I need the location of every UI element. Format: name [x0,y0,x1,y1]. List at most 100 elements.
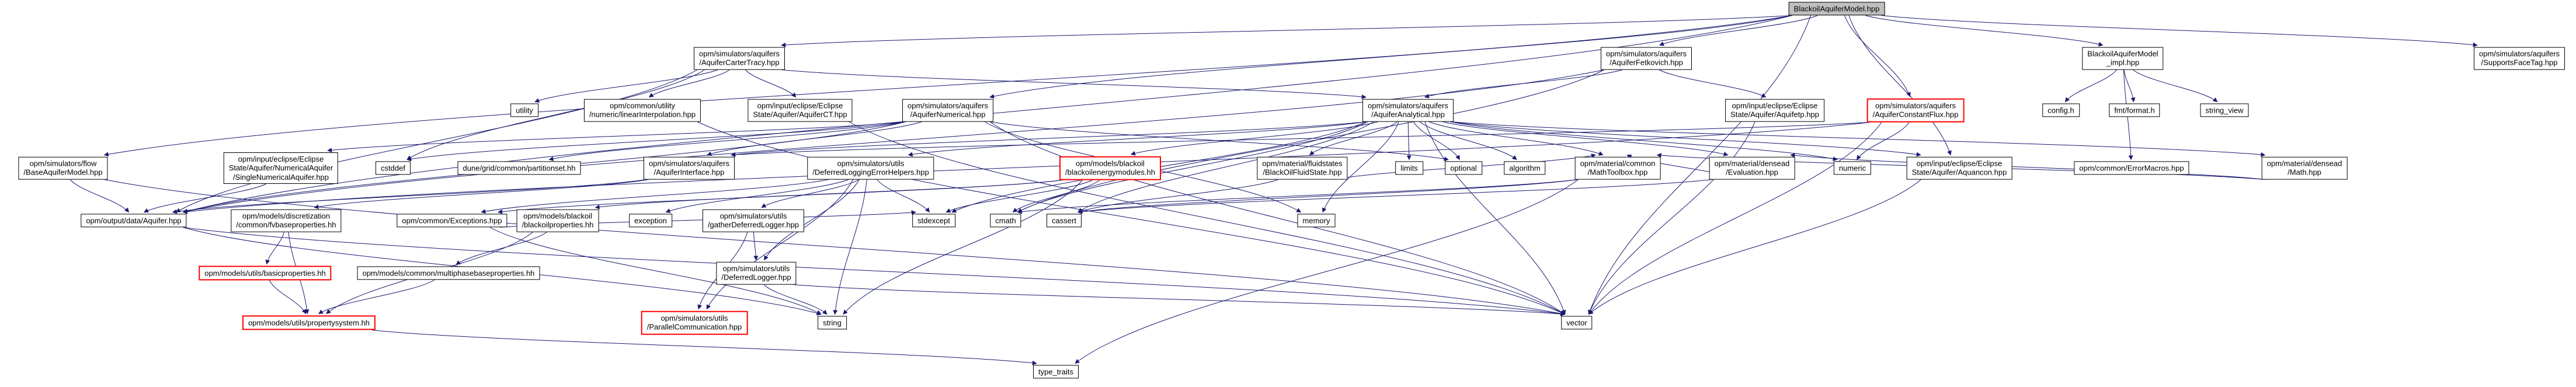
include-edge-aquiferct-vector [849,121,1566,315]
node-label-line: opm/input/eclipse/Eclipse [1916,159,2003,168]
graph-node-analytical[interactable]: opm/simulators/aquifers/AquiferAnalytica… [1362,99,1454,122]
graph-node-limits[interactable]: limits [1395,161,1423,175]
graph-node-supports[interactable]: opm/simulators/aquifers/SupportsFaceTag.… [2474,47,2565,70]
include-edge-exceptions-string [489,227,822,315]
graph-node-interface[interactable]: opm/simulators/aquifers/AquiferInterface… [644,156,735,180]
node-label-line: State/Aquifer/NumericalAquifer [228,163,333,173]
graph-node-errormacros[interactable]: opm/common/ErrorMacros.hpp [2074,161,2189,175]
node-label-line: State/Aquifer/Aquifetp.hpp [1730,110,1819,119]
graph-node-blackoilprops[interactable]: opm/models/blackoil/blackoilproperties.h… [516,209,599,232]
graph-node-deferredlogger[interactable]: opm/simulators/utils/DeferredLogger.hpp [716,262,797,285]
graph-node-cassert[interactable]: cassert [1047,214,1082,228]
node-label-line: /ParallelCommunication.hpp [646,323,742,332]
graph-node-algorithm[interactable]: algorithm [1504,161,1546,175]
include-edge-root-aquancon [1848,15,1952,156]
graph-node-config[interactable]: config.h [2042,103,2080,117]
include-edge-analytical-mathdense [1449,121,2266,157]
node-label-line: opm/simulators/aquifers [908,101,988,110]
graph-node-mathdense[interactable]: opm/material/densead/Math.hpp [2261,156,2348,180]
graph-node-propertysystem[interactable]: opm/models/utils/propertysystem.hh [242,315,376,330]
include-edge-constantflux-numeric [1857,122,1910,161]
graph-node-dataaquifer[interactable]: opm/output/data/Aquifer.hpp [81,214,187,228]
include-edge-impl-fmt [2123,69,2136,103]
include-edge-root-fetkovich [1659,15,1818,46]
graph-node-constantflux[interactable]: opm/simulators/aquifers/AquiferConstantF… [1866,98,1965,123]
graph-node-basicprops[interactable]: opm/models/utils/basicproperties.hh [199,266,332,281]
graph-node-utility[interactable]: utility [510,103,538,117]
node-label-line: BlackoilAquiferModel.hpp [1793,4,1880,13]
include-edge-fetkovich-cmath [1017,69,1605,212]
include-edge-analytical-optional [1413,121,1460,161]
graph-node-impl[interactable]: BlackoilAquiferModel_impl.hpp [2082,47,2164,70]
node-label-line: /AquiferConstantFlux.hpp [1872,110,1959,119]
node-label-line: dune/grid/common/partitionset.hh [463,163,576,173]
graph-node-partitionset[interactable]: dune/grid/common/partitionset.hh [457,161,581,175]
include-edge-basicprops-propertysystem [269,280,307,315]
include-edge-carter-analytical [781,69,1367,99]
graph-node-carter[interactable]: opm/simulators/aquifers/AquiferCarterTra… [694,47,785,70]
node-label-line: /blackoilproperties.hh [522,221,594,229]
graph-node-dlerrhelpers[interactable]: opm/simulators/utils/DeferredLoggingErro… [807,156,934,180]
node-label-line: /blackoilenergymodules.hh [1065,168,1155,177]
graph-node-gatherdl[interactable]: opm/simulators/utils/gatherDeferredLogge… [702,209,805,232]
graph-node-optional[interactable]: optional [1445,161,1482,175]
include-edge-energymodules-exceptions [498,180,1063,214]
graph-node-typetraits[interactable]: type_traits [1033,365,1079,379]
include-edge-numerical-partitionset [548,121,906,161]
graph-node-multiphase[interactable]: opm/models/common/multiphasebaseproperti… [357,266,540,280]
include-edge-basemodel-dataaquifer [69,179,130,213]
graph-node-numeric[interactable]: numeric [1833,161,1872,175]
graph-node-mathtoolbox[interactable]: opm/material/common/MathToolbox.hpp [1574,156,1661,180]
graph-node-memory[interactable]: memory [1297,214,1336,228]
graph-node-parallelcomm[interactable]: opm/simulators/utils/ParallelCommunicati… [641,311,748,335]
graph-node-exception[interactable]: exception [629,214,672,228]
node-label-line: string_view [2205,106,2244,115]
node-label-line: /DeferredLogger.hpp [721,273,791,282]
node-label-line: limits [1400,163,1418,173]
node-label-line: opm/common/ErrorMacros.hpp [2079,163,2184,173]
node-label-line: utility [516,106,533,115]
node-label-line: /common/fvbaseproperties.hh [236,221,336,229]
node-label-line: /BlackOilFluidState.hpp [1263,168,1342,177]
node-label-line: opm/simulators/flow [29,159,97,168]
graph-node-cstddef[interactable]: cstddef [376,161,411,175]
graph-node-string[interactable]: string [818,316,847,330]
node-label-line: opm/simulators/utils [719,211,787,221]
graph-node-basemodel[interactable]: opm/simulators/flow/BaseAquiferModel.hpp [18,156,108,180]
include-edge-root-supports [1881,15,2478,47]
include-edge-aquifetp-vector [1588,121,1755,315]
graph-node-fetkovich[interactable]: opm/simulators/aquifers/AquiferFetkovich… [1601,47,1692,70]
graph-node-root[interactable]: BlackoilAquiferModel.hpp [1788,2,1885,16]
graph-node-fmt[interactable]: fmt/format.h [2109,103,2160,117]
node-label-line: opm/common/utility [610,101,675,110]
include-edge-analytical-dlerrhelpers [908,121,1367,157]
graph-node-lininterp[interactable]: opm/common/utility/numeric/linearInterpo… [583,99,701,122]
graph-node-energymodules[interactable]: opm/models/blackoil/blackoilenergymodule… [1059,156,1161,180]
include-edge-interface-dataaquifer [172,179,648,214]
graph-node-evaluation[interactable]: opm/material/densead/Evaluation.hpp [1709,156,1795,180]
graph-node-fluidstate[interactable]: opm/material/fluidstates/BlackOilFluidSt… [1257,156,1348,180]
node-label-line: opm/material/densead [2266,159,2342,168]
include-edge-numerical-cstddef [406,121,906,162]
include-edge-carter-lininterp [648,69,730,97]
graph-node-numerical[interactable]: opm/simulators/aquifers/AquiferNumerical… [902,99,993,122]
include-edge-analytical-mathtoolbox [1428,121,1604,156]
graph-node-cmath[interactable]: cmath [990,214,1021,228]
graph-node-exceptions[interactable]: opm/common/Exceptions.hpp [397,214,507,228]
graph-node-stdexcept[interactable]: stdexcept [912,214,955,228]
graph-node-fvbaseprops[interactable]: opm/models/discretization/common/fvbasep… [231,209,342,232]
graph-node-vector[interactable]: vector [1561,316,1593,330]
node-label-line: opm/models/utils/propertysystem.hh [248,318,370,327]
graph-node-stringview[interactable]: string_view [2200,103,2249,117]
node-label-line: string [823,318,842,327]
node-label-line: opm/input/eclipse/Eclipse [1732,101,1818,110]
include-edge-constantflux-dataaquifer [182,122,1871,214]
include-edge-energymodules-stdexcept [945,180,1093,213]
include-edge-fetkovich-dataaquifer [182,69,1605,214]
node-label-line: opm/material/common [1580,159,1656,168]
